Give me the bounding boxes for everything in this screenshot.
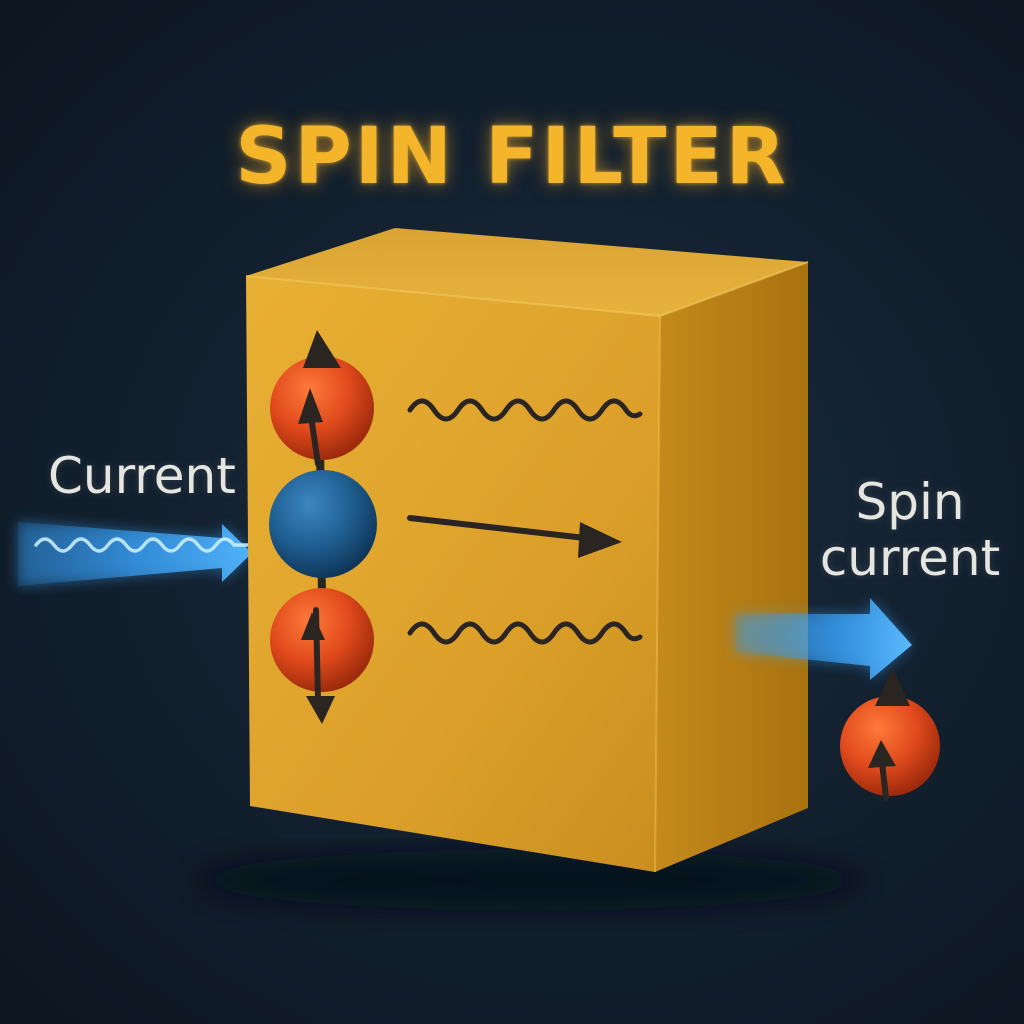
input-wave-icon xyxy=(34,537,252,553)
spin-up-cone-icon xyxy=(303,330,341,368)
filtered-spin-particle xyxy=(840,668,940,801)
neutral-particle xyxy=(269,470,377,578)
output-label: Spin current xyxy=(805,474,1015,586)
straight-arrow-icon xyxy=(407,515,622,558)
input-label: Current xyxy=(48,447,236,505)
arrow-down-icon xyxy=(306,696,335,724)
output-label-line1: Spin xyxy=(855,473,965,531)
spin-down-particle xyxy=(270,588,374,724)
box-side-face xyxy=(655,262,808,872)
box-top-face xyxy=(246,228,808,316)
arrow-up-icon xyxy=(868,740,896,768)
floor-shadow xyxy=(200,850,860,910)
spin-stack xyxy=(269,330,377,724)
output-label-line2: current xyxy=(819,529,1001,587)
wave-upper-icon xyxy=(407,398,643,422)
page-title: SPIN FILTER xyxy=(235,112,789,202)
wave-lower-icon xyxy=(407,621,643,645)
arrow-up-icon xyxy=(301,612,325,640)
spin-up-cone-icon xyxy=(875,668,910,706)
arrow-up-icon xyxy=(298,388,323,424)
input-current-beam xyxy=(18,522,252,586)
output-spin-current-beam xyxy=(735,598,912,680)
spin-up-particle xyxy=(270,330,374,467)
